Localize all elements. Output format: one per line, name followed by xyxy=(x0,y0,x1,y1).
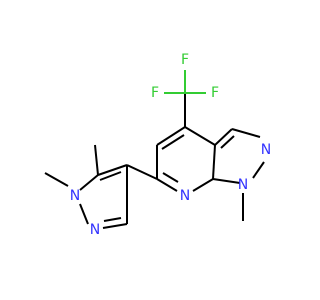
nitrogen-pyrazole-bottom-label: N xyxy=(90,222,100,238)
nitrogen-pyrazole-methyl-label: N xyxy=(70,188,80,204)
bond-c5p-methyl xyxy=(94,144,99,176)
cf3-bonds xyxy=(164,70,206,94)
bond-n1p-n2p xyxy=(79,203,89,225)
bond-c4-c4a xyxy=(184,126,216,146)
bond-n2p-c3p xyxy=(102,223,128,229)
nitrogen-ring5-top-label: N xyxy=(261,142,271,158)
bond-c5p-n1p xyxy=(79,174,99,191)
fluorine-right-label: F xyxy=(211,85,219,101)
bond-c4-c5 xyxy=(156,126,186,146)
bond-c4-c5-double xyxy=(161,134,185,150)
nitrogen-ring5-methyl-label: N xyxy=(238,177,248,193)
bond-c4a-c3 xyxy=(214,128,233,146)
chemical-structure-diagram: F F F N N N N N xyxy=(44,52,271,238)
bond-c3-h-n2 xyxy=(231,128,261,138)
nitrogen-pyridine-label: N xyxy=(180,188,190,204)
bond-n7-c7a xyxy=(192,178,214,192)
bond-c6-n7-double xyxy=(162,172,179,183)
bond-n2p-c3p-double xyxy=(103,217,122,222)
bond-c4p-c5p xyxy=(97,164,128,176)
bond-c6-pyrazole xyxy=(126,164,158,180)
bonds xyxy=(44,93,265,229)
fluorine-top-label: F xyxy=(181,52,189,68)
bond-c3-c4a-double xyxy=(220,135,235,149)
bond-n1-c7a xyxy=(212,178,241,184)
bond-c4p-c5p-double xyxy=(99,171,122,181)
bond-n2-n1 xyxy=(252,161,265,179)
bond-n1p-methyl xyxy=(44,172,69,187)
atom-labels: F F F N N N N N xyxy=(70,52,271,238)
bond-c6-n7 xyxy=(156,178,178,192)
bond-c4a-c7a xyxy=(212,144,216,180)
fluorine-left-label: F xyxy=(151,85,159,101)
